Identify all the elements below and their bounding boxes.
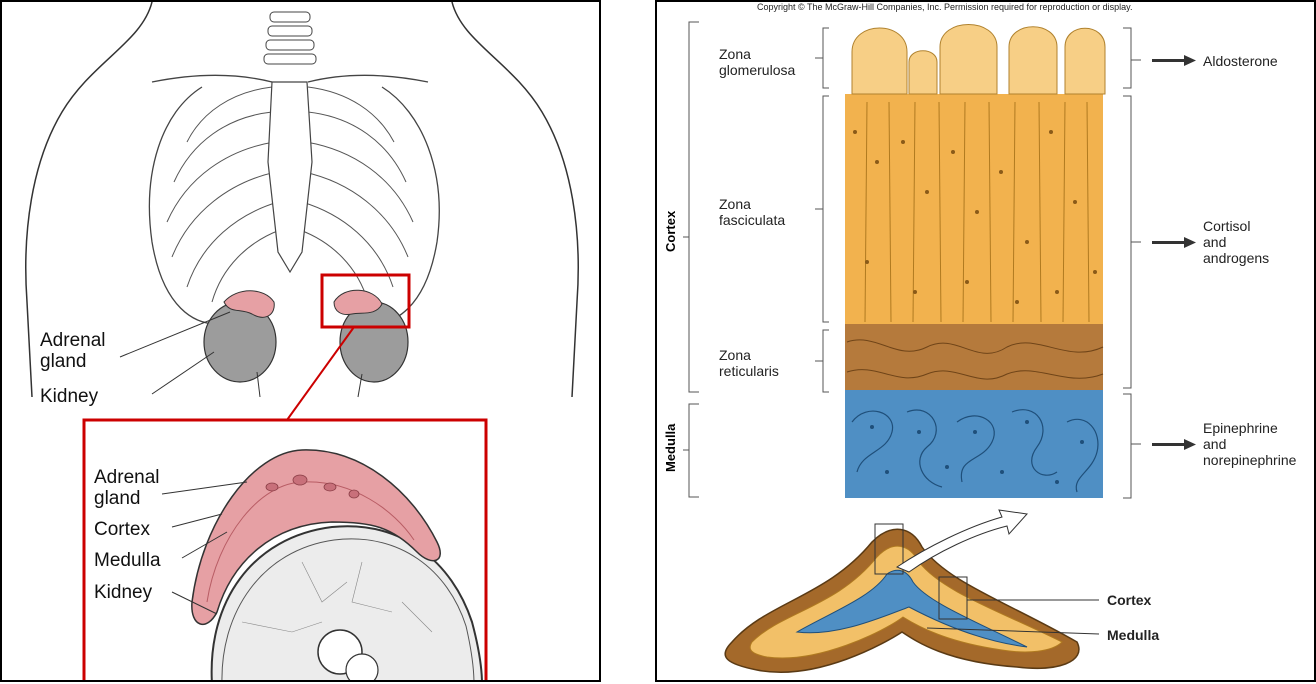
zone-glomerulosa-label: Zona glomerulosa <box>719 46 796 78</box>
histology-illustration <box>683 21 1196 673</box>
hormone-cortisol-label: Cortisol and androgens <box>1203 218 1270 266</box>
hormone-aldosterone-label: Aldosterone <box>1203 53 1278 69</box>
inset-label-kidney: Kidney <box>94 582 153 603</box>
copyright-notice: Copyright © The McGraw-Hill Companies, I… <box>757 2 1133 12</box>
bottom-cortex-label: Cortex <box>1107 592 1152 608</box>
torso-illustration <box>25 2 579 680</box>
zone-reticularis-label: Zona reticularis <box>719 347 779 379</box>
inset-label-medulla: Medulla <box>94 550 161 571</box>
inset-label-cortex: Cortex <box>94 519 150 540</box>
adrenal-histology-panel: Copyright © The McGraw-Hill Companies, I… <box>655 0 1316 682</box>
hormone-epinephrine-label: Epinephrine and norepinephrine <box>1203 420 1297 468</box>
inset-label-adrenal-gland: Adrenal gland <box>94 467 160 509</box>
label-adrenal-gland: Adrenal gland <box>40 330 106 372</box>
body-diagram-panel: Adrenal gland Kidney Adrenal gland Corte… <box>0 0 601 682</box>
bottom-medulla-label: Medulla <box>1107 627 1160 643</box>
label-kidney: Kidney <box>40 386 99 407</box>
region-medulla-label: Medulla <box>663 423 678 472</box>
region-cortex-label: Cortex <box>663 210 678 252</box>
zone-fasciculata-label: Zona fasciculata <box>719 196 786 228</box>
